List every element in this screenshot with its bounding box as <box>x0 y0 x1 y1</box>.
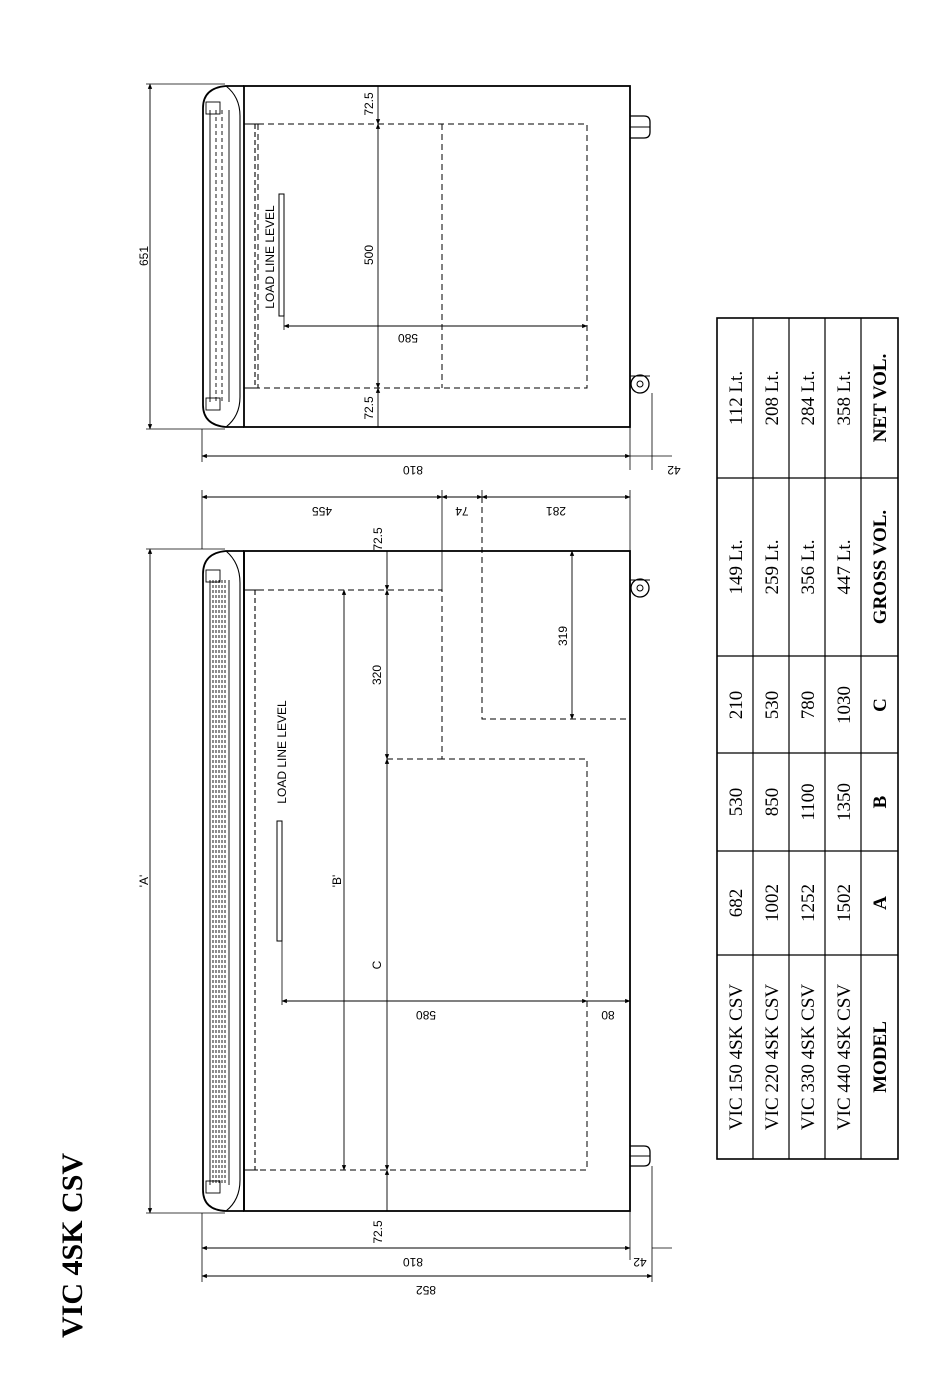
dim-a-label: 'A' <box>137 875 151 888</box>
dim-80-label: 80 <box>601 1008 615 1022</box>
dim-651-label: 651 <box>137 246 151 266</box>
table-cell: 1252 <box>798 884 819 922</box>
dim-74-label: 74 <box>455 504 469 518</box>
table-cell: 1030 <box>834 686 855 724</box>
table-cell: 284 Lt. <box>798 371 819 426</box>
dim-580-side-label: 580 <box>398 331 418 345</box>
dim-810-side-label: 810 <box>403 463 423 477</box>
lid-profile <box>202 550 244 1212</box>
table-cell: 1350 <box>834 783 855 821</box>
caster-wheel <box>630 578 650 598</box>
table-cell: 530 <box>726 788 747 817</box>
front-view <box>146 490 672 1282</box>
load-line-label: LOAD LINE LEVEL <box>275 700 289 804</box>
table-cell: VIC 330 4SK CSV <box>798 984 819 1130</box>
table-header: B <box>870 795 891 808</box>
table-cell: VIC 220 4SK CSV <box>762 984 783 1130</box>
table-header: A <box>870 896 891 910</box>
dim-281-label: 281 <box>546 504 566 518</box>
dim-725-top-label: 72.5 <box>371 527 385 551</box>
table-cell: VIC 150 4SK CSV <box>726 984 747 1130</box>
table-cell: 682 <box>726 889 747 918</box>
table-cell: 208 Lt. <box>762 371 783 426</box>
table-cell: VIC 440 4SK CSV <box>834 984 855 1130</box>
dim-725-bottom-label: 72.5 <box>371 1220 385 1244</box>
dim-42-side-label: 42 <box>667 463 681 477</box>
table-cell: 1502 <box>834 884 855 922</box>
dim-319-label: 319 <box>556 626 570 646</box>
dim-725-bottom-side-label: 72.5 <box>362 396 376 420</box>
dim-b-label: 'B' <box>330 875 344 888</box>
table-cell: 1100 <box>798 783 819 820</box>
load-line-bar-side <box>278 193 285 317</box>
cabinet-body-side <box>243 85 631 428</box>
caster-wheel-side <box>630 374 650 394</box>
table-cell: 210 <box>726 691 747 720</box>
table-cell: 850 <box>762 788 783 817</box>
table-cell: 112 Lt. <box>726 371 747 425</box>
dim-725-top-side-label: 72.5 <box>362 92 376 116</box>
table-header: C <box>870 698 891 712</box>
model-spec-table: VIC 150 4SK CSV 682 530 210 149 Lt. 112 … <box>716 317 899 1160</box>
dim-580-label: 580 <box>416 1008 436 1022</box>
table-header: NET VOL. <box>870 354 891 443</box>
dim-500-label: 500 <box>362 245 376 265</box>
side-view <box>146 83 672 470</box>
dim-c-label: C <box>370 960 384 969</box>
dim-455-label: 455 <box>312 504 332 518</box>
table-cell: 530 <box>762 691 783 720</box>
dim-810-label: 810 <box>403 1255 423 1269</box>
dim-852-label: 852 <box>416 1283 436 1297</box>
table-cell: 149 Lt. <box>726 540 747 595</box>
table-header: GROSS VOL. <box>870 510 891 624</box>
table-cell: 259 Lt. <box>762 540 783 595</box>
load-line-bar <box>276 820 283 942</box>
table-cell: 1002 <box>762 884 783 922</box>
dim-42-label: 42 <box>633 1255 647 1269</box>
load-line-label-side: LOAD LINE LEVEL <box>263 205 277 309</box>
table-header: MODEL <box>870 1021 891 1093</box>
table-cell: 780 <box>798 691 819 720</box>
table-cell: 358 Lt. <box>834 371 855 426</box>
dim-320-label: 320 <box>370 665 384 685</box>
table-cell: 447 Lt. <box>834 540 855 595</box>
table-cell: 356 Lt. <box>798 540 819 595</box>
